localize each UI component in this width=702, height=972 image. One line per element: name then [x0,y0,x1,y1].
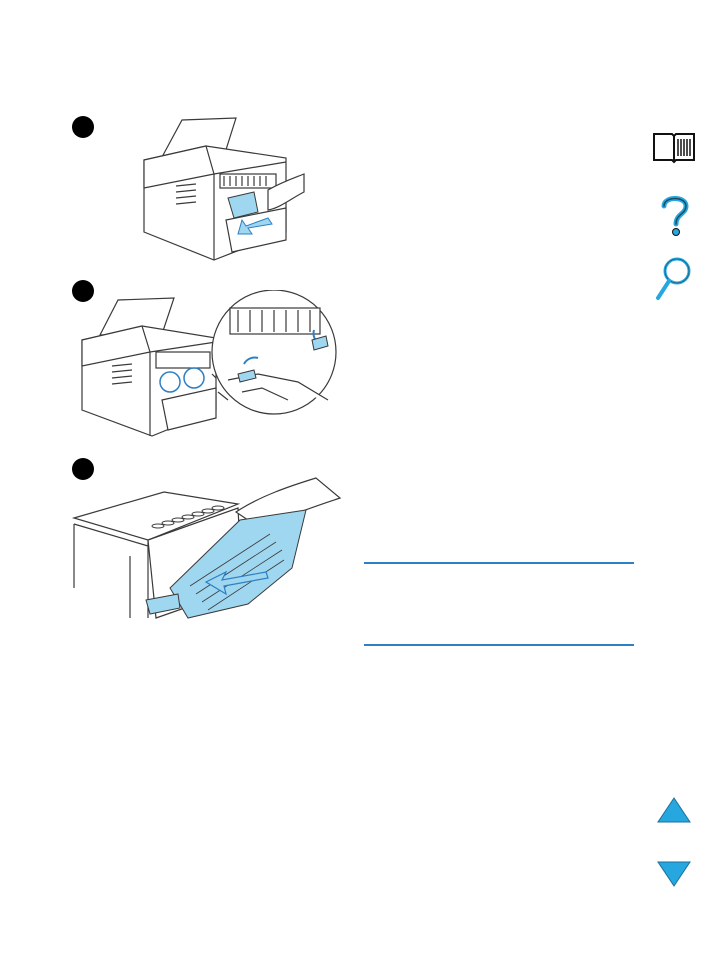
figure-step-2 [81,290,337,437]
book-icon[interactable] [652,130,696,164]
step-2-marker [72,280,94,302]
page-up-arrow-icon[interactable] [656,796,692,824]
note-rule-top [364,562,634,564]
figure-step-1 [143,117,305,261]
step-3-marker [72,458,94,480]
help-question-icon[interactable] [660,194,690,238]
magnifier-search-icon[interactable] [654,256,692,302]
note-rule-bottom [364,644,634,646]
page-down-arrow-icon[interactable] [656,860,692,888]
figure-step-3 [71,477,342,619]
step-1-marker [72,116,94,138]
